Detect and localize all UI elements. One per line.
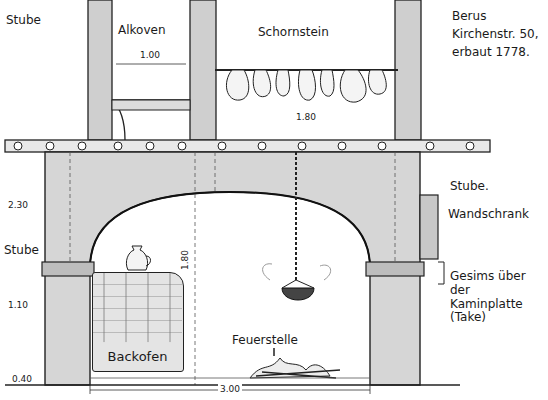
- drawing-label: Kirchenstr. 50,: [452, 28, 539, 42]
- drawing-label: erbaut 1778.: [452, 46, 530, 60]
- drawing-label: Stube: [4, 244, 39, 258]
- oven-label: Backofen: [108, 350, 168, 365]
- drawing-label: Feuerstelle: [230, 334, 300, 348]
- drawing-label: 1.00: [140, 50, 160, 60]
- drawing-label: 1.80: [296, 112, 316, 122]
- drawing-label: Schornstein: [258, 26, 329, 40]
- drawing-label: Alkoven: [118, 24, 166, 38]
- drawing-label: Wandschrank: [448, 208, 529, 222]
- oven-box: Backofen: [92, 272, 184, 372]
- drawing-label: 2.30: [8, 200, 28, 210]
- drawing-label: Gesims über der Kaminplatte (Take): [450, 270, 544, 325]
- drawing-label: Stube: [6, 14, 41, 28]
- drawing-label: 1.80: [180, 248, 190, 272]
- drawing-label: Stube.: [450, 180, 489, 194]
- drawing-label: 0.40: [12, 374, 32, 384]
- drawing-label: Berus: [452, 10, 486, 24]
- drawing-label: 3.00: [218, 384, 242, 394]
- drawing-label: 1.10: [8, 300, 28, 310]
